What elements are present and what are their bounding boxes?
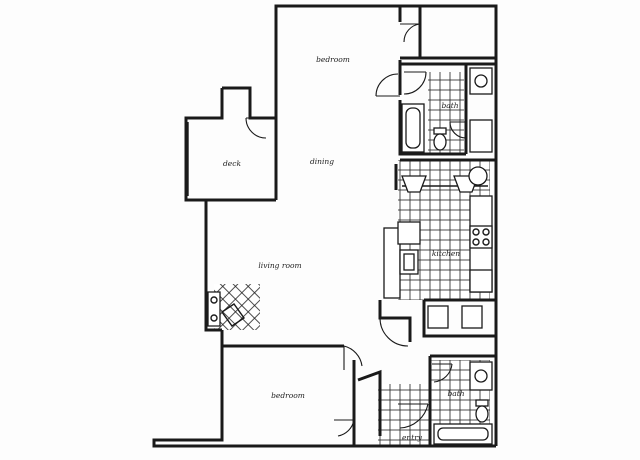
entry-tile-floor [378,384,430,446]
fireplace-detail [210,296,218,304]
fireplace-insert [221,303,245,327]
fixtures [207,67,493,445]
refrigerator [469,269,493,293]
linen-closet [469,119,493,153]
bedroom-2-north-wall [220,330,344,348]
room-label-kitchen: kitchen [432,249,460,258]
bedroom-2-closet-door-swing [334,419,355,437]
fireplace-detail [210,314,218,322]
sink-1 [474,74,488,88]
kitchen-sink-basin [403,253,415,271]
room-label-bedroom-2: bedroom [271,391,305,400]
deck-closet-wall [222,86,276,120]
bathtub-2-basin [437,427,489,441]
bathtub-1-basin [405,107,421,149]
deck-west-wall [184,88,224,212]
bedroom-1-door-swing [375,73,400,97]
room-labels: bedroom bath deck dining living room kit… [223,55,465,442]
bath-1-door-swing [403,71,427,95]
kitchen-range [469,225,493,249]
doors [245,23,467,437]
bath-1-closet-door-swing [449,121,467,139]
kitchen-corner-counter [397,221,421,245]
deck-door-swing [245,117,267,139]
entry-closet-wall [378,300,412,342]
closet-wall [400,4,498,60]
bedroom-1-wall [274,4,402,118]
bath-1-west-wall [398,100,466,156]
room-label-bedroom-1: bedroom [316,55,350,64]
kitchen-stool [468,166,488,186]
burner [472,238,480,246]
washer [461,305,483,329]
living-west-wall [204,212,222,332]
sink-2 [474,369,488,383]
room-label-bath-2: bath [447,389,464,398]
room-label-living-room: living room [258,261,301,270]
bedroom-2-closet-wall [357,369,382,436]
room-label-bath-1: bath [441,101,458,110]
entry-door-swing [398,403,429,429]
entry-closet-door-swing [379,317,410,347]
room-label-deck: deck [223,159,241,168]
laundry-wall [422,300,496,338]
burner [482,238,490,246]
toilet-1-bowl [433,133,447,151]
dryer [427,305,449,329]
toilet-1-tank [433,127,447,135]
room-label-dining: dining [310,157,334,166]
room-label-entry: entry [402,433,423,442]
south-exterior-wall [152,346,496,448]
walls [152,4,498,448]
bath-2-door-swing [432,363,453,383]
kitchen-bar-cabinet [401,175,427,193]
burner [472,228,480,236]
closet-door-swing [400,23,421,43]
bedroom-2-door-swing [343,345,363,370]
toilet-2-bowl [475,405,489,423]
toilet-2-tank [475,399,489,407]
burner [482,228,490,236]
